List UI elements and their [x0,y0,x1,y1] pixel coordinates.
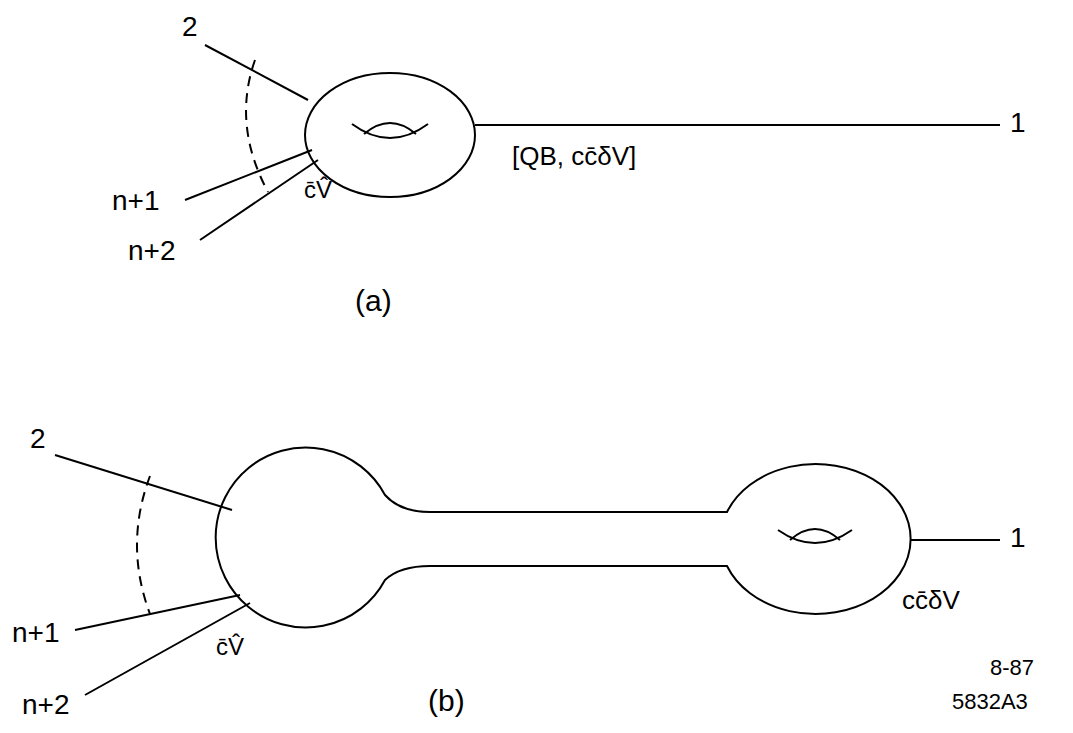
sphere-tube-torus-outline [216,448,911,628]
panel-label: (b) [428,684,465,717]
external-leg [55,455,232,510]
vertex-operator: cc̄δV [902,586,960,615]
external-leg [200,160,318,240]
external-leg [185,150,312,200]
external-leg [910,539,1000,541]
torus-hole [790,529,840,540]
leg-number: 2 [30,424,46,455]
panel-label: (a) [355,284,392,317]
leg-number: n+1 [12,618,60,649]
external-leg [85,603,250,695]
leg-number: 1 [1010,108,1026,139]
vertex-operator: [QB, cc̄δV] [512,142,636,171]
torus-hole [364,123,416,134]
external-leg [205,45,308,100]
leg-number: 1 [1010,523,1026,554]
vertex-operator: c̄V̂ [304,177,332,203]
dashed-arc [246,60,268,192]
date-code: 8-87 [990,656,1034,680]
vertex-operator: c̄V̂ [216,634,244,660]
leg-number: n+1 [112,186,160,217]
leg-number: n+2 [128,236,176,267]
torus-hole [352,124,428,138]
leg-number: n+2 [22,690,70,721]
external-leg [75,595,240,630]
figure-code: 5832A3 [952,690,1028,714]
leg-number: 2 [182,12,198,43]
torus-hole [778,530,852,543]
external-leg [475,124,1000,126]
dashed-arc [137,476,150,614]
